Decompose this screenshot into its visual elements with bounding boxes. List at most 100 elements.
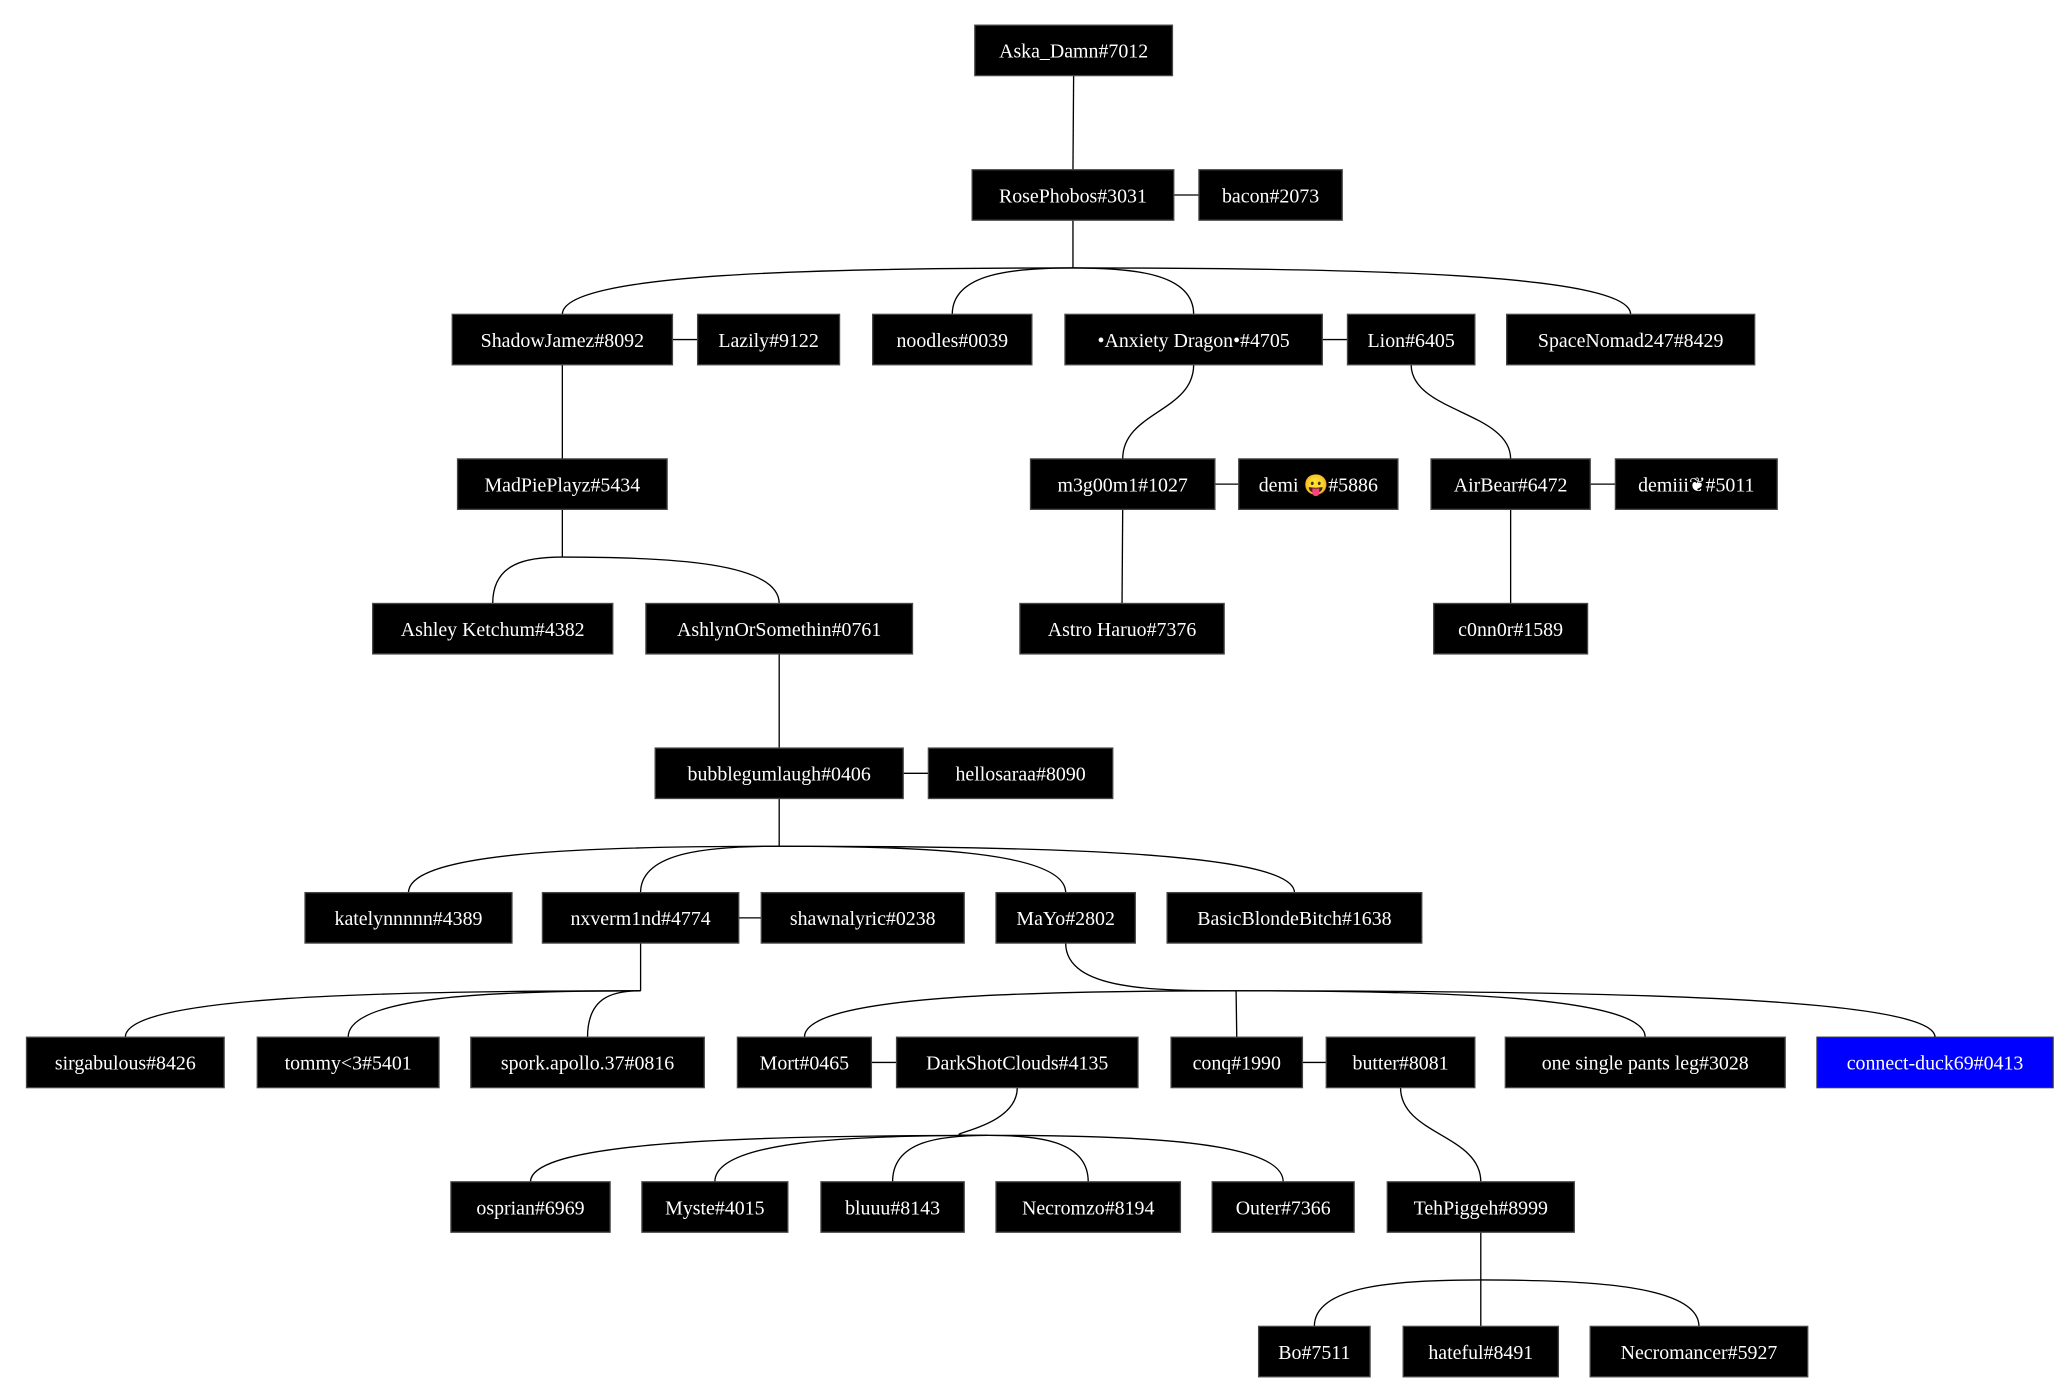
node-mort[interactable]: Mort#0465 <box>736 1036 873 1089</box>
node-shadow[interactable]: ShadowJamez#8092 <box>451 313 674 366</box>
node-label: osprian#6969 <box>476 1197 584 1219</box>
node-hello[interactable]: hellosaraa#8090 <box>927 747 1114 800</box>
edge-aska-rose <box>1072 75 1075 170</box>
node-box <box>696 313 841 366</box>
node-necromancer[interactable]: Necromancer#5927 <box>1589 1325 1809 1378</box>
node-label: Necromancer#5927 <box>1621 1342 1778 1364</box>
node-dark[interactable]: DarkShotClouds#4135 <box>895 1036 1139 1089</box>
node-box <box>304 891 513 944</box>
node-box <box>971 169 1175 221</box>
node-box <box>1614 458 1778 510</box>
node-label: hellosaraa#8090 <box>955 764 1085 786</box>
node-label: katelynnnnn#4389 <box>335 908 483 930</box>
node-label: •Anxiety Dragon•#4705 <box>1098 330 1290 352</box>
node-connor[interactable]: c0nn0r#1589 <box>1433 602 1589 655</box>
node-box <box>1211 1181 1355 1233</box>
node-box <box>456 458 668 510</box>
node-box <box>654 747 904 800</box>
node-label: spork.apollo.37#0816 <box>501 1053 674 1075</box>
node-label: shawnalyric#0238 <box>790 908 936 930</box>
node-box <box>974 24 1174 77</box>
node-outer[interactable]: Outer#7366 <box>1211 1181 1355 1233</box>
node-label: Outer#7366 <box>1236 1197 1331 1219</box>
node-conq[interactable]: conq#1990 <box>1170 1036 1304 1089</box>
node-box <box>470 1036 705 1089</box>
node-label: hateful#8491 <box>1428 1342 1533 1364</box>
node-box <box>645 602 914 655</box>
node-butter[interactable]: butter#8081 <box>1325 1036 1476 1089</box>
node-box <box>1198 169 1343 221</box>
node-label: Astro Haruo#7376 <box>1048 619 1197 641</box>
node-label: Lazily#9122 <box>718 330 818 352</box>
node-tommy[interactable]: tommy<3#5401 <box>256 1036 440 1089</box>
edge-rose-anxiety <box>1072 267 1195 315</box>
node-noodles[interactable]: noodles#0039 <box>872 313 1033 366</box>
node-box <box>895 1036 1139 1089</box>
node-label: sirgabulous#8426 <box>55 1053 196 1075</box>
node-box <box>25 1036 225 1089</box>
node-basic[interactable]: BasicBlondeBitch#1638 <box>1166 891 1423 944</box>
node-label: demiii❦#5011 <box>1638 474 1754 496</box>
node-label: DarkShotClouds#4135 <box>926 1053 1108 1075</box>
node-demiii[interactable]: demiii❦#5011 <box>1614 458 1778 510</box>
node-aska[interactable]: Aska_Damn#7012 <box>974 24 1174 77</box>
node-lazily[interactable]: Lazily#9122 <box>696 313 841 366</box>
node-m3g[interactable]: m3g00m1#1027 <box>1029 458 1216 510</box>
edge-dark-myste <box>714 1134 989 1182</box>
node-airbear[interactable]: AirBear#6472 <box>1430 458 1591 510</box>
node-box <box>1430 458 1591 510</box>
node-box <box>372 602 614 655</box>
node-bluuu[interactable]: bluuu#8143 <box>820 1181 965 1233</box>
node-astro[interactable]: Astro Haruo#7376 <box>1019 602 1225 655</box>
node-necromzo[interactable]: Necromzo#8194 <box>995 1181 1182 1233</box>
node-katelyn[interactable]: katelynnnnn#4389 <box>304 891 513 944</box>
node-pants[interactable]: one single pants leg#3028 <box>1504 1036 1786 1089</box>
node-box <box>1029 458 1216 510</box>
node-label: conq#1990 <box>1193 1053 1281 1075</box>
node-hateful[interactable]: hateful#8491 <box>1402 1325 1560 1378</box>
node-space[interactable]: SpaceNomad247#8429 <box>1505 313 1756 366</box>
node-teh[interactable]: TehPiggeh#8999 <box>1386 1181 1575 1233</box>
edge-nxverm-spork <box>586 990 641 1038</box>
node-anxiety[interactable]: •Anxiety Dragon•#4705 <box>1064 313 1323 366</box>
node-spork[interactable]: spork.apollo.37#0816 <box>470 1036 705 1089</box>
node-label: RosePhobos#3031 <box>999 185 1147 207</box>
node-box <box>1346 313 1476 366</box>
node-ashlyn[interactable]: AshlynOrSomethin#0761 <box>645 602 914 655</box>
node-lion[interactable]: Lion#6405 <box>1346 313 1476 366</box>
edge-bubble-basic <box>779 845 1296 893</box>
edge-nxverm-sirg <box>124 990 641 1038</box>
node-label: demi 😛#5886 <box>1259 473 1378 496</box>
node-shawn[interactable]: shawnalyric#0238 <box>760 891 965 944</box>
node-bo[interactable]: Bo#7511 <box>1257 1325 1371 1378</box>
node-box <box>1433 602 1589 655</box>
node-box <box>760 891 965 944</box>
edge-dark-outer <box>988 1134 1284 1182</box>
node-myste[interactable]: Myste#4015 <box>641 1181 789 1233</box>
node-bubble[interactable]: bubblegumlaugh#0406 <box>654 747 904 800</box>
node-madpie[interactable]: MadPiePlayz#5434 <box>456 458 668 510</box>
node-sirg[interactable]: sirgabulous#8426 <box>25 1036 225 1089</box>
node-bacon[interactable]: bacon#2073 <box>1198 169 1343 221</box>
edge-bubble-mayo <box>779 845 1067 893</box>
node-rose[interactable]: RosePhobos#3031 <box>971 169 1175 221</box>
node-label: BasicBlondeBitch#1638 <box>1197 908 1391 930</box>
edges <box>124 75 1936 1327</box>
node-label: Bo#7511 <box>1278 1342 1350 1364</box>
node-mayo[interactable]: MaYo#2802 <box>995 891 1136 944</box>
edge-teh-bo <box>1313 1279 1481 1327</box>
node-box <box>1386 1181 1575 1233</box>
node-demi[interactable]: demi 😛#5886 <box>1238 458 1399 510</box>
node-duck[interactable]: connect-duck69#0413 <box>1816 1036 2054 1089</box>
node-osprian[interactable]: osprian#6969 <box>450 1181 611 1233</box>
node-box <box>1238 458 1399 510</box>
node-box <box>1402 1325 1560 1378</box>
node-box <box>820 1181 965 1233</box>
edge-mayo-conq <box>1235 990 1238 1038</box>
node-ashley[interactable]: Ashley Ketchum#4382 <box>372 602 614 655</box>
node-label: Necromzo#8194 <box>1022 1197 1155 1219</box>
node-nxverm[interactable]: nxverm1nd#4774 <box>541 891 740 944</box>
node-label: bacon#2073 <box>1222 185 1319 207</box>
